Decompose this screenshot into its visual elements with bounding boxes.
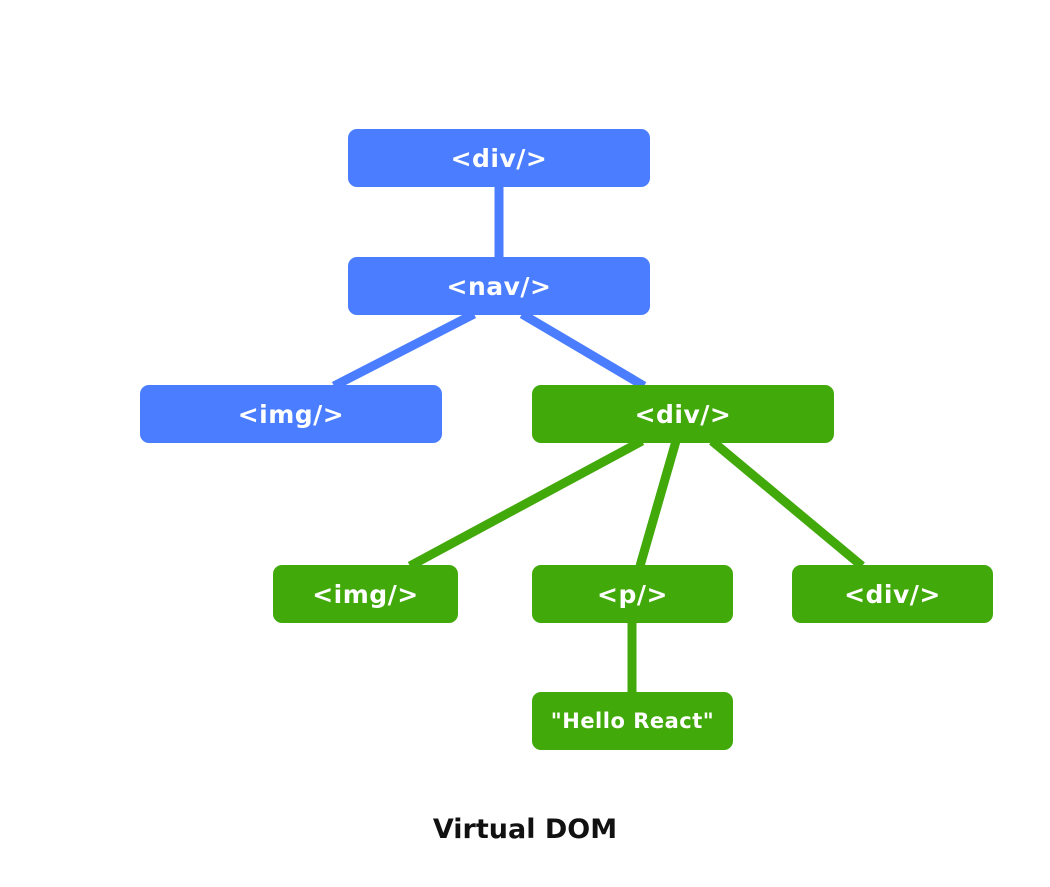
root-div-node: <div/>: [348, 129, 650, 187]
hello-react-text-node: "Hello React": [532, 692, 733, 750]
edge-div-to-div: [709, 437, 865, 570]
nav-img-node: <img/>: [140, 385, 442, 443]
nav-node: <nav/>: [348, 257, 650, 315]
inner-p-node: <p/>: [532, 565, 733, 623]
edge-nav-to-img: [331, 309, 477, 391]
inner-img-node: <img/>: [273, 565, 458, 623]
inner-div-node: <div/>: [792, 565, 993, 623]
edge-div-to-p: [635, 439, 681, 568]
edge-nav-to-div: [519, 310, 647, 390]
diagram-caption: Virtual DOM: [432, 814, 618, 845]
edge-div-to-img: [407, 437, 645, 570]
nav-div-node: <div/>: [532, 385, 834, 443]
